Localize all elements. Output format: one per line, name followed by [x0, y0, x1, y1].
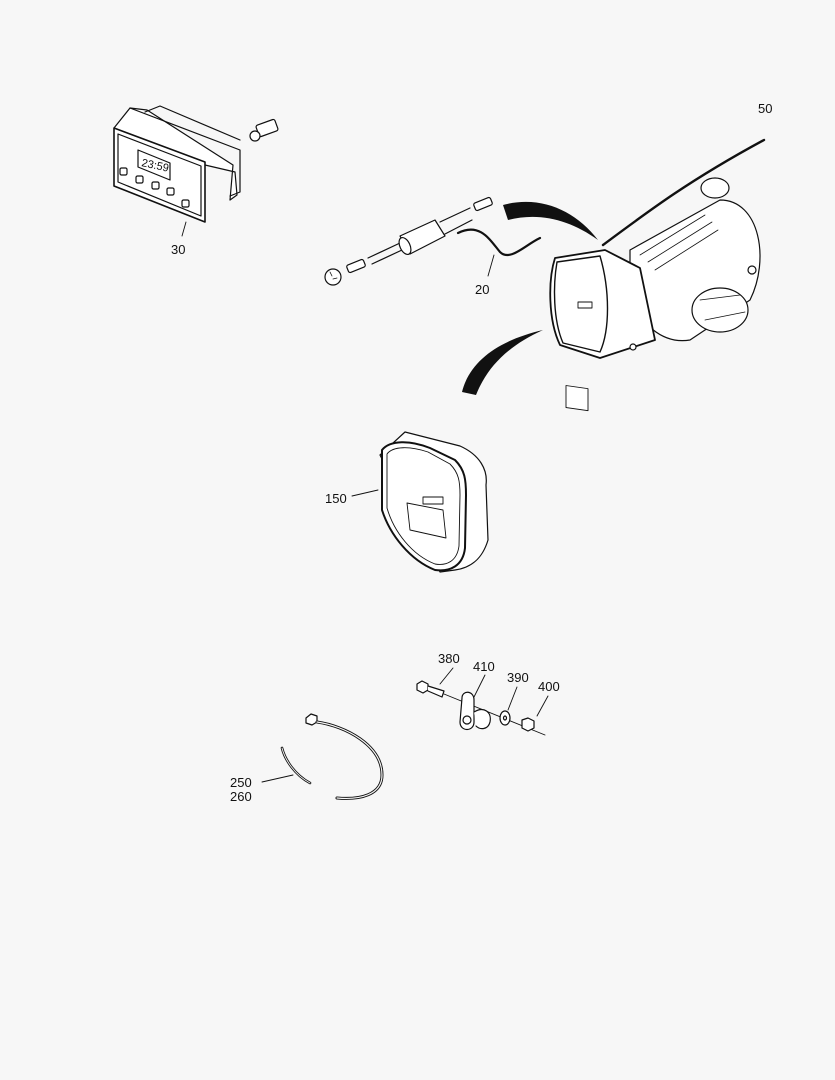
callout-260: 260 — [230, 789, 252, 804]
callout-50: 50 — [758, 101, 773, 116]
timer-display: 23:59 — [140, 157, 169, 174]
callout-390: 390 — [507, 670, 529, 685]
callout-410: 410 — [473, 659, 495, 674]
hose-clamp[interactable] — [261, 713, 384, 800]
arrow-top — [503, 201, 598, 240]
callout-380: 380 — [438, 651, 460, 666]
callout-250: 250 — [230, 775, 252, 790]
cover-plate[interactable] — [351, 431, 489, 573]
fuel-pump[interactable] — [324, 196, 542, 286]
callout-400: 400 — [538, 679, 560, 694]
bolt-assembly[interactable] — [416, 667, 549, 736]
timer-unit[interactable]: 23:59 — [113, 105, 241, 237]
timer-connector[interactable] — [249, 118, 279, 142]
callout-30: 30 — [171, 242, 186, 257]
heater-unit[interactable] — [549, 138, 766, 412]
callout-20: 20 — [475, 282, 490, 297]
arrow-bottom — [462, 330, 543, 395]
callout-150: 150 — [325, 491, 347, 506]
